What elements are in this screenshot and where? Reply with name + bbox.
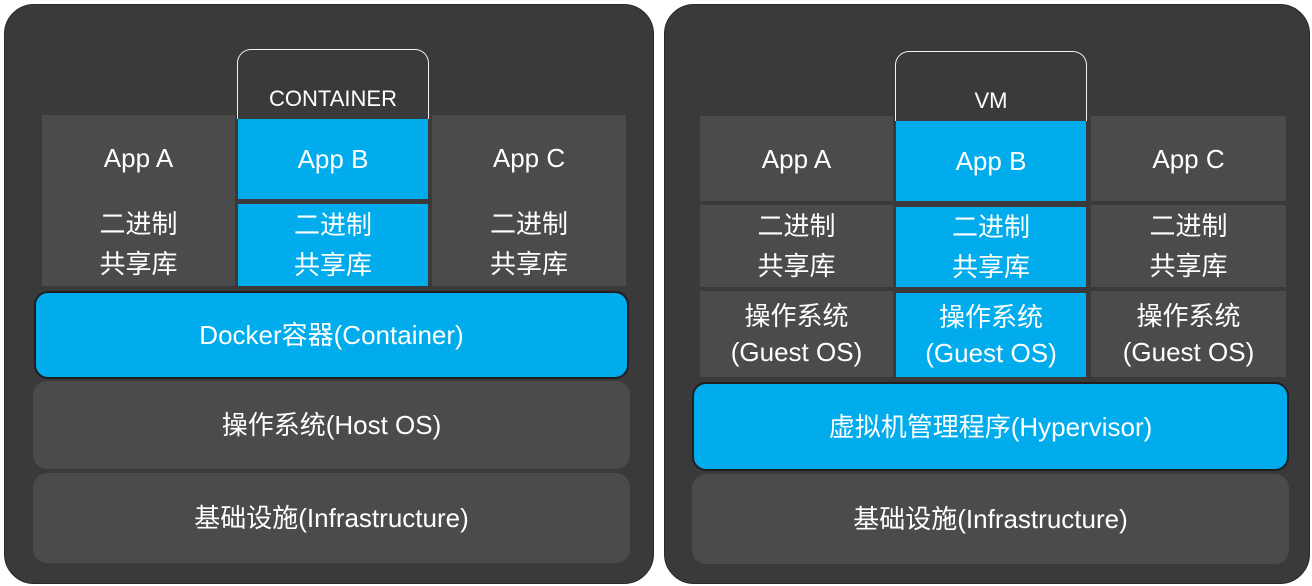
vm-tab: VM bbox=[895, 51, 1087, 121]
vm-guest-os-b: 操作系统 (Guest OS) bbox=[896, 293, 1086, 377]
container-app-c: App C bbox=[432, 115, 626, 201]
vm-bins-libs-c: 二进制 共享库 bbox=[1091, 205, 1286, 287]
container-bins-libs-a: 二进制 共享库 bbox=[42, 201, 235, 286]
host-os-layer: 操作系统(Host OS) bbox=[33, 381, 630, 469]
vm-bins-libs-a: 二进制 共享库 bbox=[700, 205, 893, 287]
vm-app-c: App C bbox=[1091, 116, 1286, 201]
container-bins-libs-c: 二进制 共享库 bbox=[432, 201, 626, 286]
vm-guest-os-a: 操作系统 (Guest OS) bbox=[700, 291, 893, 377]
container-app-a: App A bbox=[42, 115, 235, 201]
container-tab: CONTAINER bbox=[237, 49, 429, 119]
vm-guest-os-c: 操作系统 (Guest OS) bbox=[1091, 291, 1286, 377]
vm-app-a: App A bbox=[700, 116, 893, 201]
hypervisor-layer: 虚拟机管理程序(Hypervisor) bbox=[692, 382, 1289, 471]
vm-app-b: App B bbox=[896, 121, 1086, 201]
container-app-b: App B bbox=[238, 119, 428, 199]
docker-engine-layer: Docker容器(Container) bbox=[34, 291, 629, 379]
vm-infrastructure-layer: 基础设施(Infrastructure) bbox=[692, 474, 1289, 564]
vm-bins-libs-b: 二进制 共享库 bbox=[896, 207, 1086, 287]
container-infrastructure-layer: 基础设施(Infrastructure) bbox=[33, 473, 630, 563]
container-bins-libs-b: 二进制 共享库 bbox=[238, 204, 428, 286]
